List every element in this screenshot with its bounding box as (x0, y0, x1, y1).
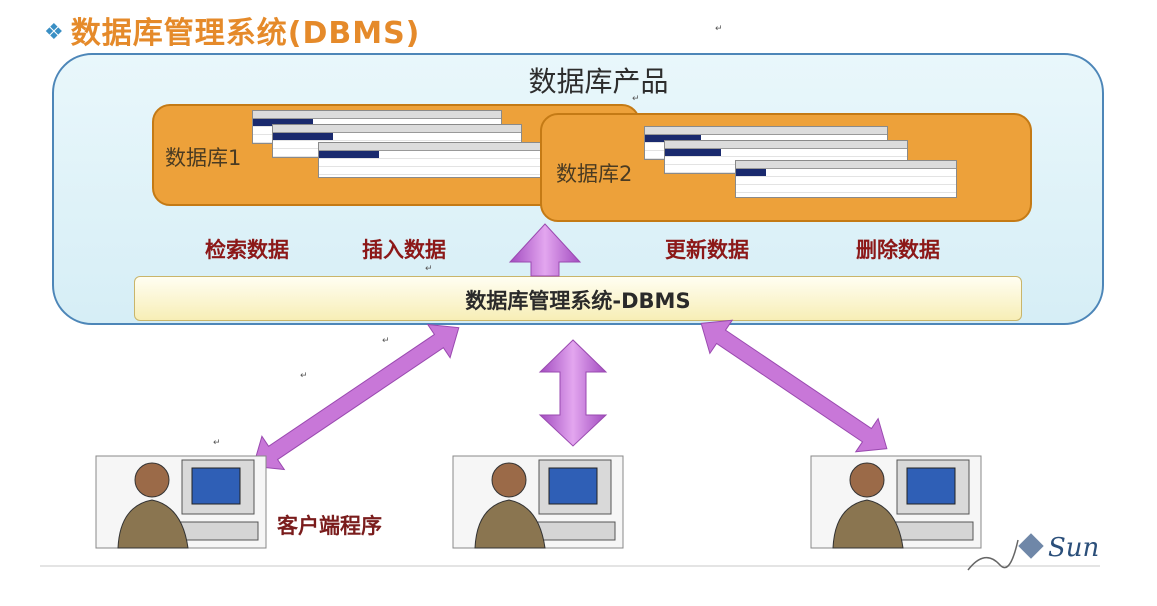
client-computer-icon (95, 455, 267, 549)
return-mark-icon: ↵ (382, 336, 390, 346)
database-1-label: 数据库1 (165, 146, 242, 170)
vertical-double-arrow-icon (538, 339, 608, 447)
client-computer-icon (452, 455, 624, 549)
operation-update-label: 更新数据 (665, 238, 749, 262)
product-panel-title: 数据库产品 (528, 65, 669, 98)
sun-logo-icon (1018, 533, 1044, 559)
return-mark-icon: ↵ (715, 24, 723, 34)
dbms-bar-label: 数据库管理系统-DBMS (465, 289, 691, 313)
sun-logo: Sun (1018, 533, 1100, 563)
page-title: ❖数据库管理系统(DBMS) (44, 8, 420, 52)
data-table-thumbnail (735, 160, 957, 198)
return-mark-icon: ↵ (425, 264, 433, 274)
client-computer-icon (810, 455, 982, 549)
operation-retrieve-label: 检索数据 (205, 238, 289, 262)
left-diagonal-double-arrow-icon (252, 323, 460, 471)
operation-delete-label: 删除数据 (856, 238, 940, 262)
diamond-bullet-icon: ❖ (44, 20, 65, 45)
sun-logo-text: Sun (1048, 533, 1100, 563)
return-mark-icon: ↵ (213, 438, 221, 448)
right-diagonal-double-arrow-icon (700, 319, 888, 453)
page-title-text: 数据库管理系统(DBMS) (70, 16, 421, 51)
client-program-label: 客户端程序 (277, 514, 382, 538)
return-mark-icon: ↵ (632, 94, 640, 104)
logo-swoosh (967, 539, 1019, 571)
operation-insert-label: 插入数据 (362, 238, 446, 262)
return-mark-icon: ↵ (300, 371, 308, 381)
up-arrow-icon (508, 223, 582, 277)
dbms-bar (134, 276, 1022, 321)
database-2-label: 数据库2 (556, 162, 633, 186)
data-table-thumbnail (318, 142, 542, 178)
